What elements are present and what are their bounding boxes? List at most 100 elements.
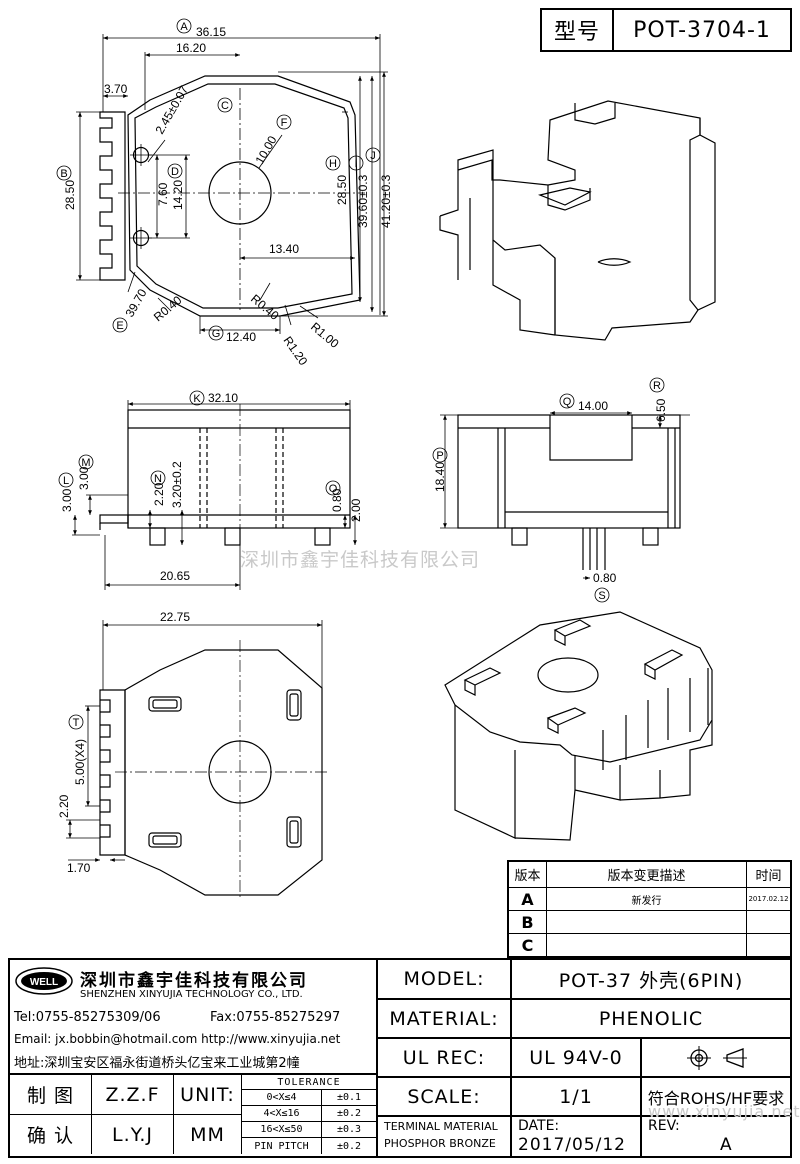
dim-t: 5.00(X4) [73,739,87,785]
dim-o2: 2.00 [349,498,363,522]
scale-value: 1/1 [512,1078,642,1117]
svg-text:T: T [73,717,80,729]
iso-view-bottom [444,611,713,841]
dim-a: 36.15 [196,25,226,39]
svg-text:L: L [63,475,69,487]
dim-f: 10.00 [252,133,279,166]
dim-k: 32.10 [208,391,238,405]
svg-text:S: S [598,590,605,602]
unit-value: MM [174,1115,242,1154]
check-label: 确 认 [10,1115,92,1154]
dim-bottom-w: 22.75 [160,610,190,624]
label-a: A [180,21,188,33]
company-tel: Tel:0755-85275309/06 [14,1010,161,1025]
dim-r4: R1.00 [308,320,342,352]
dim-l: 3.00 [60,488,74,512]
rev-row-a-ver: A [509,888,547,911]
ulrec-value: UL 94V-0 [512,1039,642,1078]
rev-header-date: 时间 [747,862,790,888]
svg-text:D: D [171,166,179,178]
rev-header-ver: 版本 [509,862,547,888]
svg-text:C: C [221,100,229,112]
tol-range-1: 0<X≤4 [242,1090,322,1106]
svg-text:F: F [281,117,288,129]
dim-n2: 3.20±0.2 [170,461,184,508]
tolerance-table: TOLERANCE 0<X≤4 ±0.1 4<X≤16 ±0.2 16<X≤50… [242,1075,376,1154]
date-label: DATE: [518,1118,560,1134]
dim-h2: 1.70 [67,861,91,875]
tol-value-2: ±0.2 [322,1106,376,1122]
check-value: L.Y.J [92,1115,174,1154]
part-number: POT-3704-1 [633,17,771,43]
title-block: 型号 POT-3704-1 [540,8,792,52]
rev-value: A [720,1135,732,1155]
rev-row-a-desc: 新发行 [547,888,747,911]
draw-value: Z.Z.F [92,1075,174,1115]
svg-text:P: P [436,450,443,462]
signoff-block: 制 图 Z.Z.F 确 认 L.Y.J UNIT: MM TOLERANCE 0… [10,1075,378,1156]
svg-text:N: N [154,473,162,485]
svg-text:I: I [354,158,357,170]
dim-d1: 7.60 [156,182,170,206]
iso-view-top [439,100,716,341]
tol-value-3: ±0.3 [322,1122,376,1138]
revision-table: 版本 版本变更描述 时间 A 新发行 2017.02.12 B C [507,860,792,958]
company-info: WELL 深圳市鑫宇佳科技有限公司 SHENZHEN XINYUJIA TECH… [10,960,378,1075]
drawing-area: A 36.15 16.20 3.70 2.45±0.07 C 10.00 F B… [56,18,716,900]
tol-range-3: 16<X≤50 [242,1122,322,1138]
dim-h1: 2.20 [57,794,71,818]
dim-g: 12.40 [226,330,256,344]
bottom-view [99,640,330,900]
date-value: 2017/05/12 [518,1135,626,1155]
dim-m: 3.00 [77,466,91,490]
top-view [99,75,365,317]
svg-text:G: G [212,328,221,340]
company-name-en: SHENZHEN XINYUJIA TECHNOLOGY CO., LTD. [80,989,303,1000]
model-value: POT-37 外壳(6PIN) [512,960,790,1000]
terminal-material: TERMINAL MATERIAL PHOSPHOR BRONZE [378,1117,512,1156]
dim-r1: R0.40 [151,293,185,325]
bottom-title-block: WELL 深圳市鑫宇佳科技有限公司 SHENZHEN XINYUJIA TECH… [8,958,792,1158]
dim-h: 28.50 [335,175,349,205]
dim-q: 14.00 [578,399,608,413]
dim-r: 6.50 [654,398,668,422]
projection-icon [687,1045,747,1070]
svg-text:O: O [329,483,338,495]
front-view [99,404,351,546]
svg-text:WELL: WELL [30,977,58,988]
dim-i: 39.60±0.3 [356,174,370,228]
tol-value-1: ±0.1 [322,1090,376,1106]
rohs-note: 符合ROHS/HF要求 [642,1078,790,1117]
svg-text:K: K [193,393,201,405]
type-label: 型号 [542,10,614,50]
tol-value-4: ±0.2 [336,1140,362,1152]
company-logo-icon: WELL [15,967,73,995]
dim-w3: 13.40 [269,242,299,256]
watermark-url: www.xinyujia.net [648,1102,800,1121]
svg-text:R: R [653,380,661,392]
dim-n1: 2.20 [152,482,166,506]
date-cell: DATE: 2017/05/12 [512,1117,642,1156]
rev-row-a-date: 2017.02.12 [747,888,790,911]
rev-row-b-desc [547,911,747,934]
ulrec-label: UL REC: [378,1039,512,1078]
terminal-label-1: TERMINAL MATERIAL [384,1120,498,1133]
rev-row-b-ver: B [509,911,547,934]
svg-text:B: B [60,168,67,180]
dim-p: 18.40 [433,462,447,492]
rev-row-c-date [747,934,790,956]
rev-row-c-desc [547,934,747,956]
material-label: MATERIAL: [378,1000,512,1039]
dim-j: 41.20±0.3 [379,174,393,228]
tol-range-4: PIN PITCH [242,1138,322,1154]
dim-d2: 14.20 [171,180,185,210]
svg-text:J: J [370,150,376,162]
draw-label: 制 图 [10,1075,92,1115]
dim-s: 0.80 [593,571,617,585]
dim-w1: 16.20 [176,41,206,55]
rev-cell: REV: A [642,1117,790,1156]
company-name-cn: 深圳市鑫宇佳科技有限公司 [80,971,308,991]
unit-label: UNIT: [174,1075,242,1115]
rev-label: REV: [648,1118,680,1134]
watermark-text: 深圳市鑫宇佳科技有限公司 [240,549,481,571]
